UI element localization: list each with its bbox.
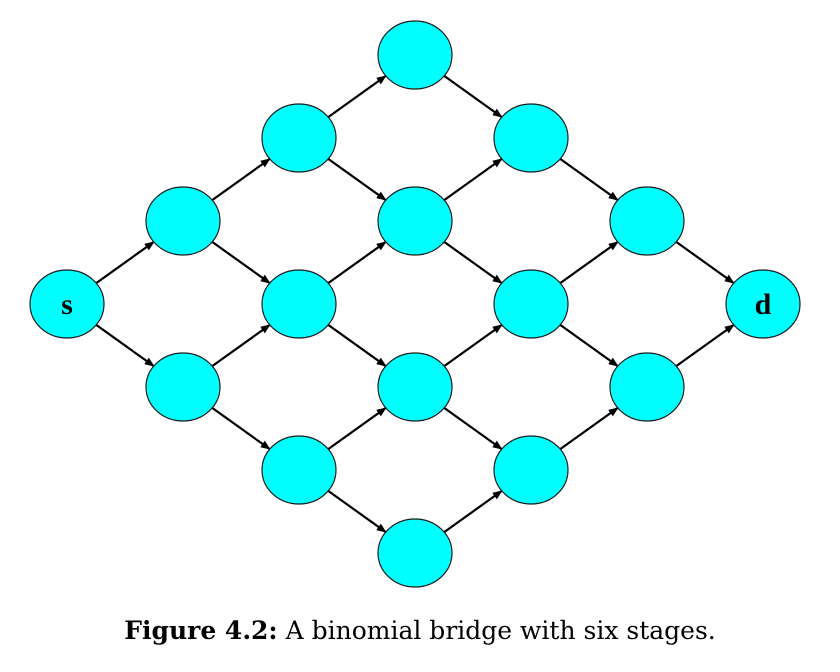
- node-stage1-0: [145, 186, 221, 256]
- edge-arrow-s2n1-to-s3n2: [327, 324, 387, 367]
- edge-arrow-s4n2-to-s5n1: [559, 407, 619, 450]
- node-stage5-0: [609, 186, 685, 256]
- edge-arrow-s4n1-to-s5n1: [559, 324, 619, 367]
- edge-arrow-s2n0-to-s3n0: [327, 75, 387, 118]
- edge-arrow-s4n0-to-s5n0: [559, 158, 619, 201]
- node-stage3-0: [377, 20, 453, 90]
- edge-arrow-s3n1-to-s4n0: [443, 158, 503, 201]
- node-stage3-2: [377, 352, 453, 422]
- node-stage3-3: [377, 518, 453, 588]
- source-node-label: s: [61, 288, 73, 321]
- source-node: [29, 269, 105, 339]
- edges-group: [95, 75, 735, 533]
- edge-arrow-s2n2-to-s3n2: [327, 407, 387, 450]
- edge-arrow-s1n1-to-s2n2: [211, 407, 271, 450]
- edge-arrow-s1n0-to-s2n0: [211, 158, 271, 201]
- edge-arrow-s2n2-to-s3n3: [327, 490, 387, 533]
- edge-arrow-s5n0-to-s6n0: [675, 241, 735, 284]
- edge-arrow-s1n1-to-s2n1: [211, 324, 271, 367]
- edge-arrow-s5n1-to-s6n0: [675, 324, 735, 367]
- caption-label: Figure 4.2:: [124, 616, 278, 645]
- node-stage2-1: [261, 269, 337, 339]
- caption-text: A binomial bridge with six stages.: [285, 616, 716, 645]
- node-stage1-1: [145, 352, 221, 422]
- edge-arrow-s2n1-to-s3n1: [327, 241, 387, 284]
- node-stage2-2: [261, 435, 337, 505]
- node-stage2-0: [261, 103, 337, 173]
- edge-arrow-s3n2-to-s4n2: [443, 407, 503, 450]
- edge-arrow-s3n3-to-s4n2: [443, 490, 503, 533]
- node-stage4-2: [493, 435, 569, 505]
- edge-arrow-s4n1-to-s5n0: [559, 241, 619, 284]
- edge-arrow-s1n0-to-s2n1: [211, 241, 271, 284]
- edge-arrow-s3n1-to-s4n1: [443, 241, 503, 284]
- node-stage3-1: [377, 186, 453, 256]
- node-stage4-1: [493, 269, 569, 339]
- node-stage4-0: [493, 103, 569, 173]
- edge-arrow-s0n0-to-s1n0: [95, 241, 155, 284]
- figure-caption: Figure 4.2: A binomial bridge with six s…: [0, 616, 840, 645]
- sink-node-label: d: [755, 288, 772, 321]
- edge-arrow-s0n0-to-s1n1: [95, 324, 155, 367]
- edge-arrow-s3n0-to-s4n0: [443, 75, 503, 118]
- sink-node: [725, 269, 801, 339]
- edge-arrow-s3n2-to-s4n1: [443, 324, 503, 367]
- edge-arrow-s2n0-to-s3n1: [327, 158, 387, 201]
- node-stage5-1: [609, 352, 685, 422]
